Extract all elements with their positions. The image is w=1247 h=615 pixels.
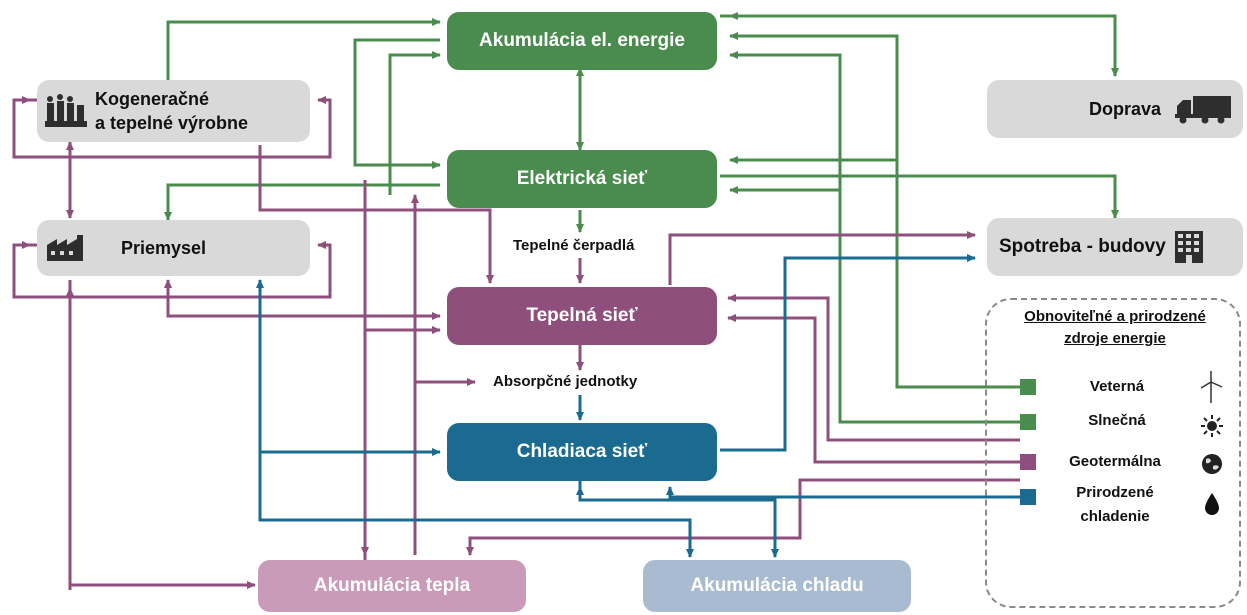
legend-label-slnecna: Slnečná [1088, 412, 1146, 429]
factory-chimneys-icon [45, 94, 87, 127]
legend-label-prirodzene-chladenie: Prirodzené chladenie [1055, 483, 1175, 527]
electric-connections [164, 12, 1119, 424]
node-spotreba-budovy[interactable]: Spotreba - budovy [987, 218, 1243, 276]
legend-marker-geotermalna [1020, 454, 1036, 470]
node-label: Doprava [1088, 98, 1161, 119]
legend-label-veterna: Veterná [1089, 378, 1145, 395]
node-label: Tepelná sieť [526, 305, 638, 326]
node-akumulacia-chladu[interactable]: Akumulácia chladu [643, 560, 911, 612]
node-priemysel[interactable]: Priemysel [37, 220, 310, 276]
node-label: Spotreba - budovy [999, 236, 1166, 257]
node-label-line1: Kogeneračné [95, 89, 210, 109]
legend-marker-veterna [1020, 379, 1036, 395]
node-tepelna-siet[interactable]: Tepelná sieť [447, 287, 717, 345]
node-chladiaca-siet[interactable]: Chladiaca sieť [447, 423, 717, 481]
sun-icon [1201, 415, 1223, 437]
legend-marker-prirodzene-chladenie [1020, 489, 1036, 505]
factory-icon [47, 235, 83, 261]
heat-connections [12, 96, 1020, 590]
node-akumulacia-el-energie[interactable]: Akumulácia el. energie [447, 12, 717, 70]
node-kogeneracne-vyrobne[interactable]: Kogeneračné a tepelné výrobne [37, 80, 310, 142]
legend-title-line1: Obnoviteľné a prirodzené [1024, 308, 1206, 325]
node-label: Akumulácia el. energie [479, 30, 685, 51]
legend-marker-slnecna [1020, 414, 1036, 430]
node-label: Akumulácia chladu [690, 575, 864, 596]
node-elektricka-siet[interactable]: Elektrická sieť [447, 150, 717, 208]
building-icon [1174, 231, 1203, 263]
truck-icon [1175, 96, 1231, 124]
legend-title-line2: zdroje energie [1064, 330, 1166, 347]
legend-label-geotermalna: Geotermálna [1069, 453, 1161, 470]
node-doprava[interactable]: Doprava [987, 80, 1243, 138]
legend-label-line2: chladenie [1080, 508, 1150, 525]
legend-renewable-sources: Obnoviteľné a prirodzené zdroje energie [985, 298, 1241, 608]
node-akumulacia-tepla[interactable]: Akumulácia tepla [258, 560, 526, 612]
wind-turbine-icon [1200, 371, 1223, 403]
node-label: Akumulácia tepla [313, 575, 471, 596]
label-tepelne-cerpadla: Tepelné čerpadlá [510, 237, 638, 254]
cooling-connections [256, 254, 1020, 558]
node-label-line2: a tepelné výrobne [95, 113, 249, 133]
node-label: Chladiaca sieť [516, 441, 648, 462]
node-label: Elektrická sieť [516, 168, 648, 189]
node-label: Priemysel [121, 237, 207, 258]
label-absorpcne-jednotky: Absorpčné jednotky [490, 373, 641, 390]
legend-label-line1: Prirodzené [1076, 484, 1154, 501]
node-label-group: Kogeneračné a tepelné výrobne [95, 87, 248, 135]
water-drop-icon [1205, 493, 1219, 515]
globe-icon [1202, 454, 1222, 474]
